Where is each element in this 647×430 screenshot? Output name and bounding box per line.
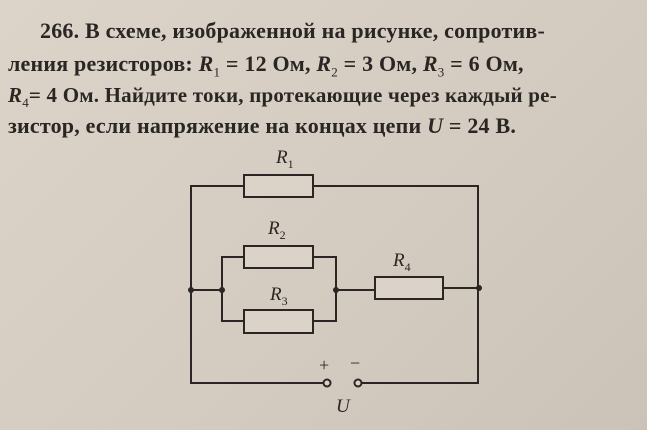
junction-dot [476, 285, 482, 291]
resistor-r3 [243, 309, 314, 334]
wire-right [313, 185, 479, 384]
label-voltage-u: U [336, 396, 350, 417]
problem-line-1: 266. В схеме, изображенной на рисунке, с… [40, 18, 546, 43]
resistor-r2 [243, 245, 314, 269]
problem-line-4: зистор, если напряжение на концах цепи U… [8, 113, 517, 138]
wire-r2-right [313, 256, 337, 322]
problem-line-3: R4= 4 Ом. Найдите токи, протекающие чере… [8, 83, 557, 111]
wire-top [190, 185, 324, 384]
label-plus: + [319, 355, 330, 375]
resistor-r1 [243, 174, 314, 198]
label-r3: R3 [270, 284, 288, 308]
terminal-minus [353, 378, 363, 388]
label-r2: R2 [268, 218, 286, 242]
problem-line-2: ления резисторов: R1 = 12 Ом, R2 = 3 Ом,… [8, 51, 524, 80]
junction-dot [188, 287, 194, 293]
label-r4: R4 [393, 250, 411, 274]
resistor-r4 [374, 276, 444, 300]
junction-dot [333, 287, 339, 293]
terminal-plus [322, 378, 332, 388]
label-minus: − [350, 353, 361, 373]
label-r1: R1 [276, 147, 294, 171]
problem-number: 266. [40, 18, 80, 43]
junction-dot [219, 287, 225, 293]
wire-r2-left [221, 256, 244, 322]
